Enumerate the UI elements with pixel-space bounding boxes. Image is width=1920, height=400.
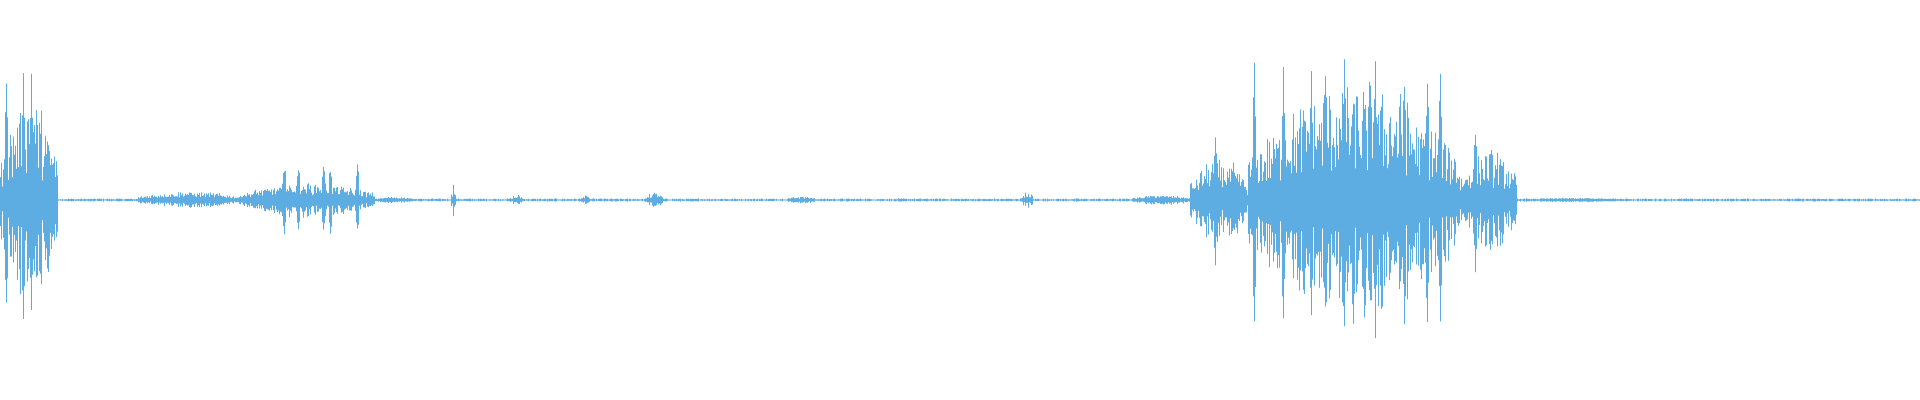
waveform-path: [0, 59, 1920, 339]
waveform-samples: [0, 59, 1920, 339]
